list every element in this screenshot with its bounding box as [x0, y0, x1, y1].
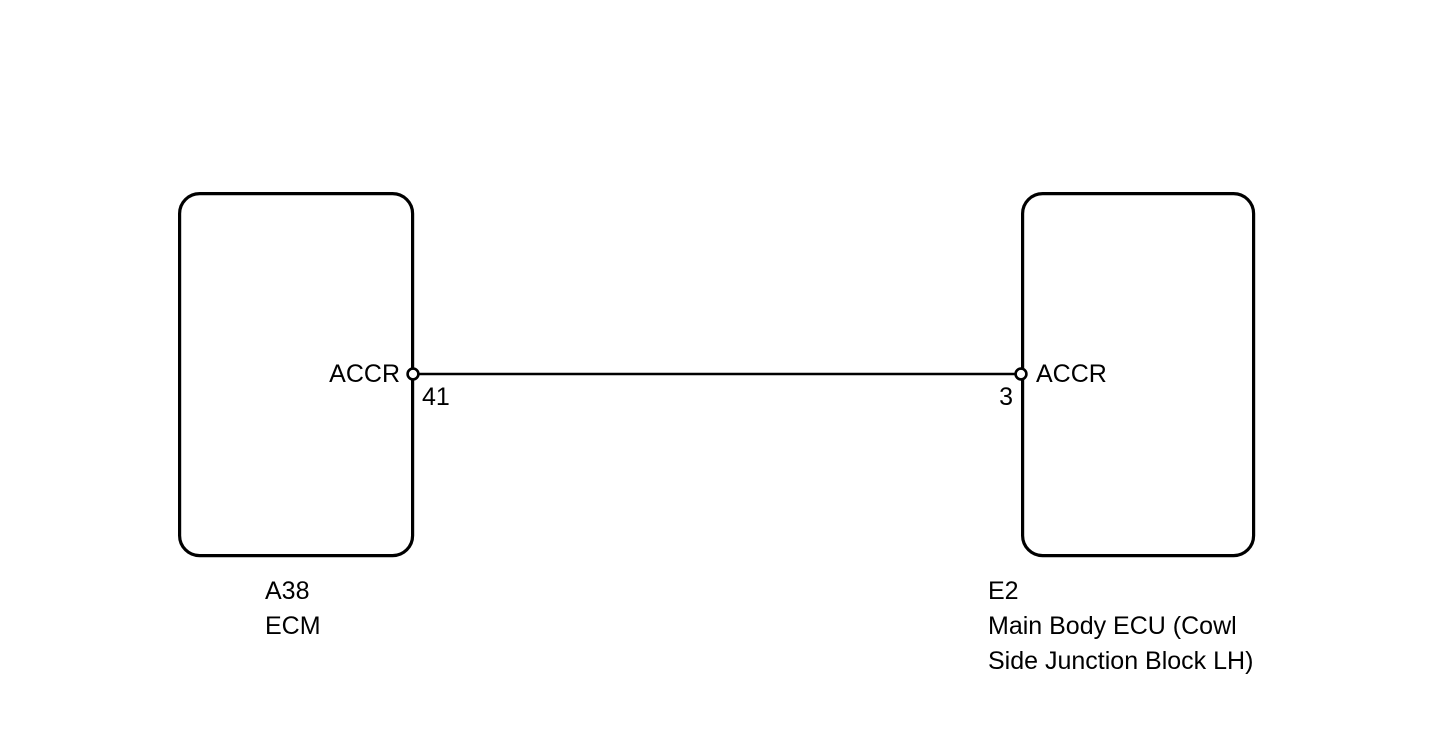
signal-label-left: ACCR: [329, 360, 400, 388]
component-name-left-line1: ECM: [265, 612, 321, 640]
component-name-right-line1: Main Body ECU (Cowl: [988, 612, 1237, 640]
component-name-right-line2: Side Junction Block LH): [988, 647, 1254, 675]
connector-code-left: A38: [265, 577, 310, 605]
signal-label-right: ACCR: [1036, 360, 1107, 388]
pin-number-left: 41: [422, 383, 450, 411]
terminal-circle-left[interactable]: [406, 367, 420, 381]
pin-number-right: 3: [999, 383, 1013, 411]
terminal-circle-right[interactable]: [1014, 367, 1028, 381]
component-caption-right: E2 Main Body ECU (Cowl Side Junction Blo…: [988, 574, 1253, 679]
connector-code-right: E2: [988, 577, 1019, 605]
component-caption-left: A38 ECM: [265, 574, 321, 644]
